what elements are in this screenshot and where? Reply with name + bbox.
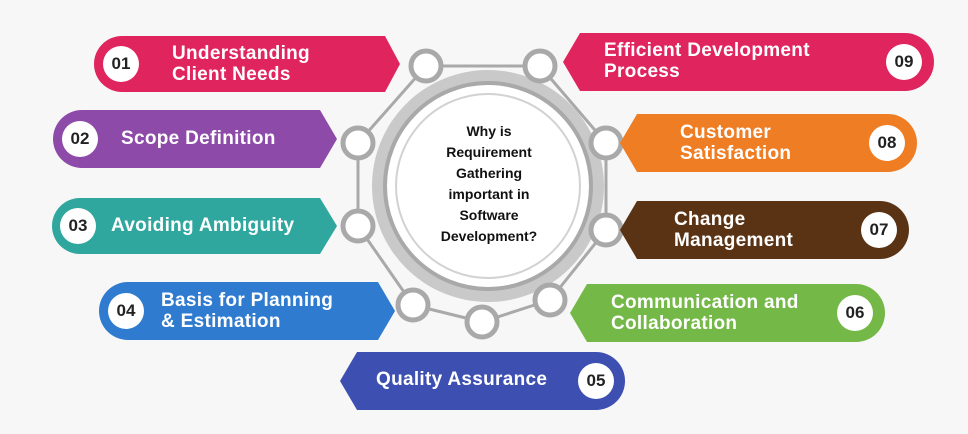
node-02 [340, 125, 376, 161]
banner-01 [94, 36, 400, 92]
node-01 [408, 48, 444, 84]
node-03 [340, 208, 376, 244]
banner-04 [99, 282, 395, 340]
banner-05 [340, 352, 625, 410]
banner-09 [563, 33, 934, 91]
item-01-number: 01 [103, 46, 139, 82]
item-06-number: 06 [837, 295, 873, 331]
item-08-number: 08 [869, 125, 905, 161]
item-06-label: Communication and Collaboration [611, 292, 799, 334]
center-core [395, 93, 581, 279]
item-03-number: 03 [60, 208, 96, 244]
banner-07 [620, 201, 909, 259]
item-05-label: Quality Assurance [376, 369, 548, 390]
item-07-number: 07 [861, 212, 897, 248]
item-08-label: Customer Satisfaction [680, 122, 792, 164]
item-09-label: Efficient Development Process [604, 40, 810, 82]
item-04-number: 04 [108, 293, 144, 329]
banner-03 [52, 198, 337, 254]
item-05-number: 05 [578, 363, 614, 399]
node-05 [464, 304, 500, 340]
node-08 [588, 125, 624, 161]
item-02-number: 02 [62, 121, 98, 157]
node-07 [588, 212, 624, 248]
item-01-label: Understanding Client Needs [172, 43, 310, 85]
node-04 [395, 287, 431, 323]
node-09 [522, 48, 558, 84]
banner-06 [570, 284, 885, 342]
node-06 [532, 282, 568, 318]
item-03-label: Avoiding Ambiguity [111, 215, 295, 236]
center-question: Why is Requirement Gathering important i… [440, 123, 538, 244]
item-02-label: Scope Definition [121, 128, 276, 149]
connector-nodes [340, 48, 624, 340]
item-09-number: 09 [886, 44, 922, 80]
item-07-label: Change Management [674, 209, 794, 251]
item-04-label: Basis for Planning & Estimation [161, 290, 334, 332]
banner-02 [53, 110, 337, 168]
banner-08 [620, 114, 917, 172]
